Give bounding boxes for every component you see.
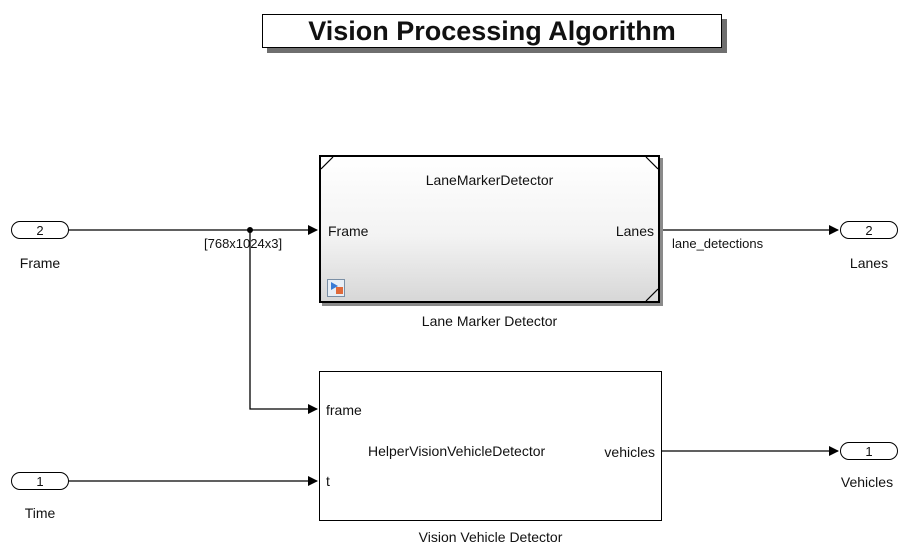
branch-point	[247, 227, 253, 233]
diagram-title-box[interactable]: Vision Processing Algorithm	[262, 14, 722, 48]
lane-block-name: LaneMarkerDetector	[425, 172, 554, 188]
inport-frame-label: Frame	[19, 255, 61, 271]
lane-detections-label[interactable]: lane_detections	[672, 236, 764, 251]
lane-block-output-port: Lanes	[615, 223, 654, 239]
diagram-title: Vision Processing Algorithm	[308, 16, 676, 46]
inport-frame[interactable]: 2	[11, 221, 69, 239]
lane-marker-detector-block[interactable]: LaneMarkerDetector Frame Lanes	[319, 155, 660, 303]
frame-dimensions-label: [768x1024x3]	[204, 236, 283, 251]
outport-lanes[interactable]: 2	[840, 221, 898, 239]
outport-lanes-number: 2	[865, 223, 873, 238]
inport-time-label: Time	[24, 505, 56, 521]
inport-time-number: 1	[36, 474, 44, 489]
outport-lanes-label: Lanes	[849, 255, 889, 271]
vehicle-block-input-frame: frame	[326, 402, 362, 418]
wire-frame-to-vehicle[interactable]	[249, 230, 318, 414]
vehicle-block-input-t: t	[326, 473, 330, 489]
model-reference-icon	[327, 279, 345, 297]
outport-vehicles-number: 1	[865, 444, 873, 459]
outport-vehicles-label: Vehicles	[840, 474, 894, 490]
vehicle-block-output-port: vehicles	[604, 444, 655, 460]
lane-block-caption: Lane Marker Detector	[421, 313, 558, 329]
vehicle-block-name: HelperVisionVehicleDetector	[368, 443, 546, 459]
block-corner-marks	[321, 157, 658, 301]
vision-vehicle-detector-block[interactable]: frame t HelperVisionVehicleDetector vehi…	[319, 371, 662, 521]
outport-vehicles[interactable]: 1	[840, 442, 898, 460]
vehicle-block-caption: Vision Vehicle Detector	[418, 529, 563, 545]
inport-time[interactable]: 1	[11, 472, 69, 490]
lane-block-input-port: Frame	[328, 223, 369, 239]
inport-frame-number: 2	[36, 223, 44, 238]
